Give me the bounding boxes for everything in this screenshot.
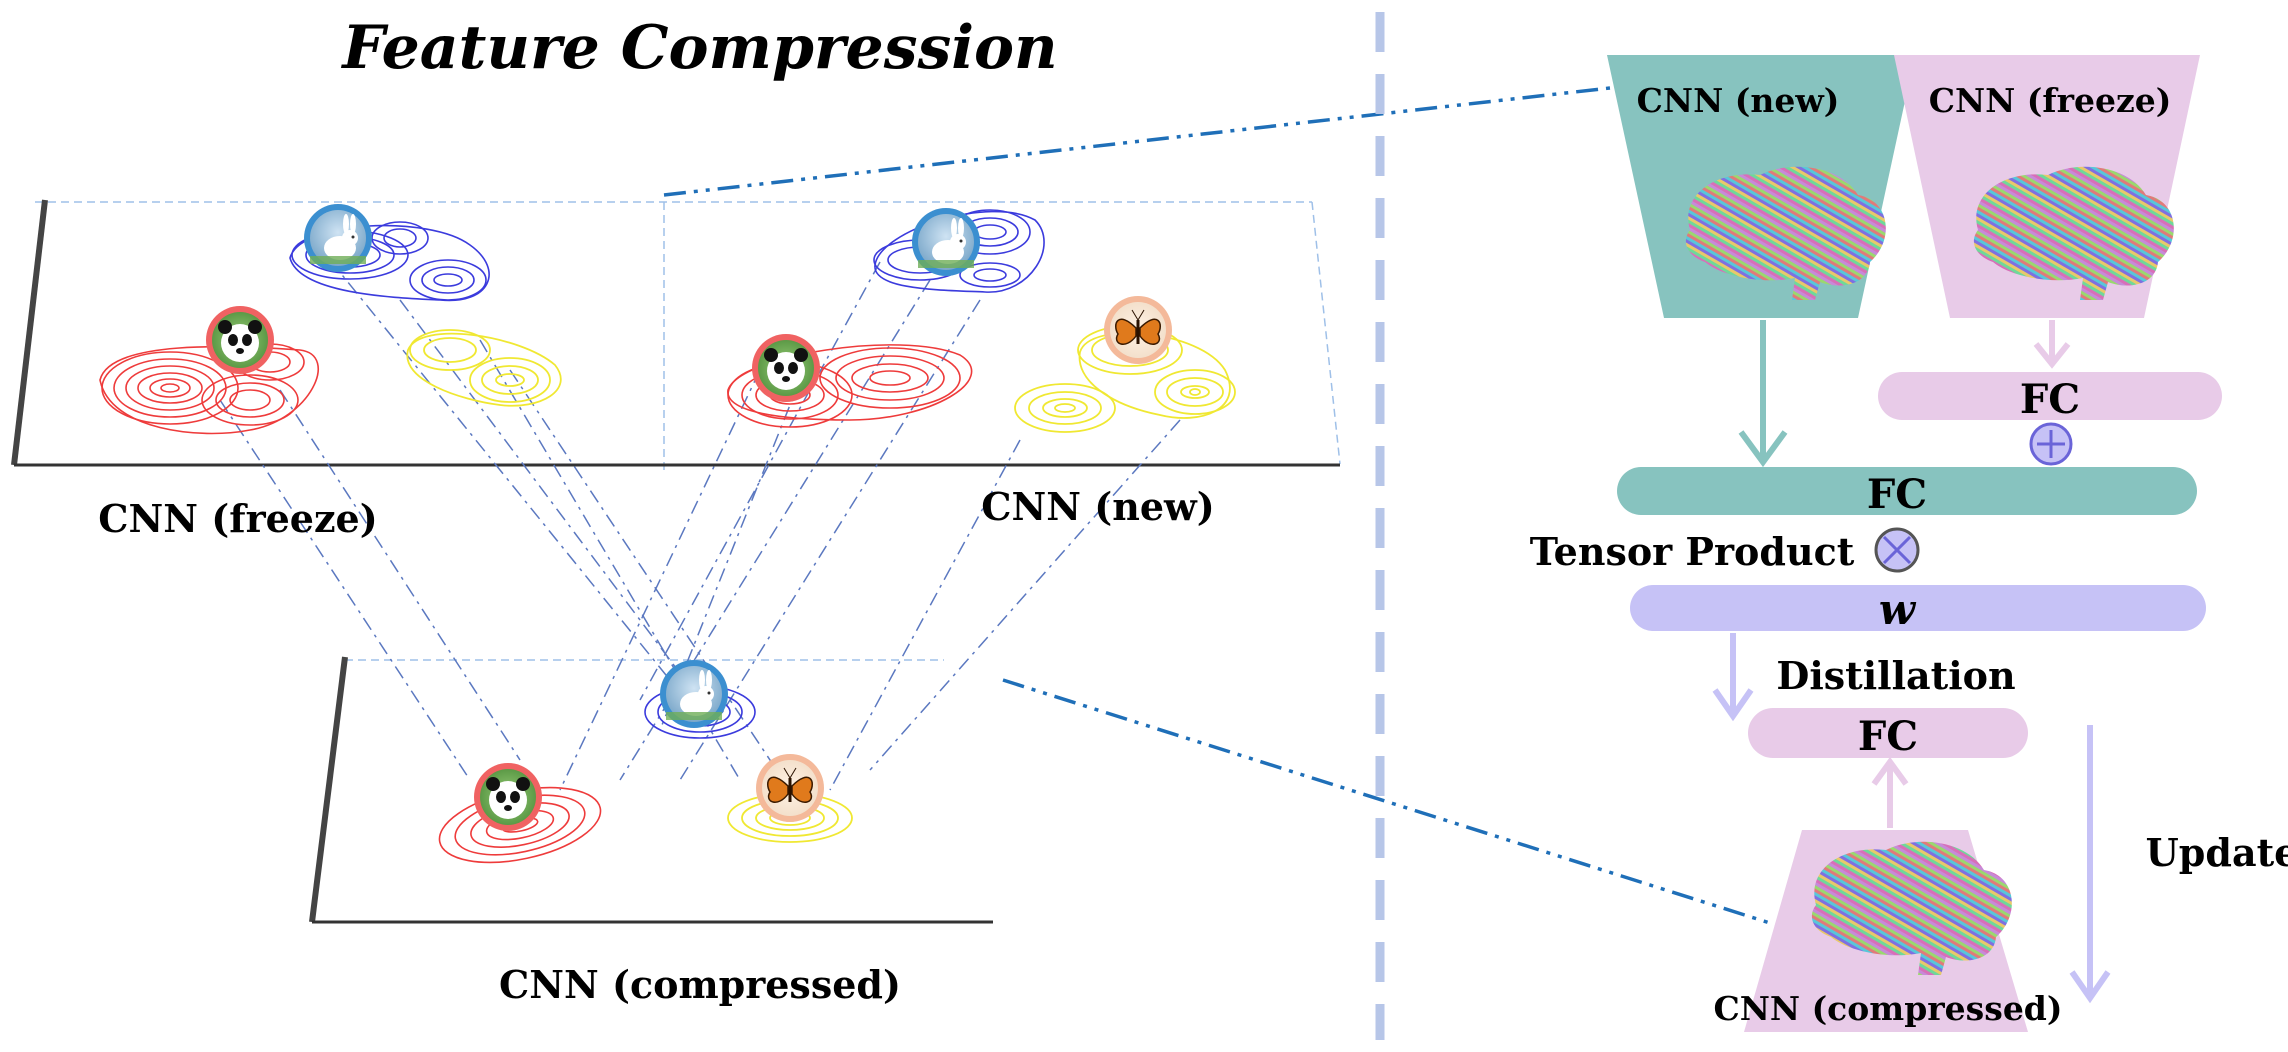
fc-distill-bar <box>1748 708 2028 758</box>
upper-feature-plane <box>11 199 1341 470</box>
correspondence-lines <box>219 259 1181 791</box>
fc-freeze-bar <box>1878 372 2222 420</box>
lower-feature-plane <box>309 656 993 924</box>
cnn-freeze-label: CNN (freeze) <box>1929 81 2172 120</box>
update-label: Update <box>2146 830 2288 875</box>
panda-icon <box>752 334 820 402</box>
fc-freeze-label: FC <box>2020 376 2080 423</box>
tensor-product-operator-icon <box>1874 527 1920 573</box>
plane-freeze-label: CNN (freeze) <box>98 496 377 541</box>
plane-new-label: CNN (new) <box>981 484 1214 529</box>
fc-distill-label: FC <box>1858 713 1918 760</box>
contour-yellow-new <box>1014 325 1236 433</box>
fc-main-label: FC <box>1867 471 1927 518</box>
cnn-new-label: CNN (new) <box>1637 81 1840 120</box>
arrow-compressed-to-fc <box>1871 756 1909 828</box>
projection-line-bottom <box>1002 678 1793 932</box>
distillation-label: Distillation <box>1776 653 2015 698</box>
arrow-w-to-distill <box>1712 633 1754 722</box>
arrow-cnn-freeze-to-fc <box>2033 320 2071 369</box>
rabbit-icon <box>304 204 372 272</box>
panda-icon <box>474 763 542 831</box>
w-bar <box>1630 585 2206 631</box>
rabbit-icon <box>660 660 728 728</box>
cnn-compressed-label: CNN (compressed) <box>1713 989 2062 1028</box>
arrow-cnn-new-to-fc <box>1738 320 1788 468</box>
update-arrow <box>2069 725 2111 1004</box>
figure-title: Feature Compression <box>340 13 1057 83</box>
contour-yellow-freeze <box>406 329 562 407</box>
w-label: w <box>1879 585 1917 634</box>
fc-main-bar <box>1617 467 2197 515</box>
rabbit-icon <box>912 208 980 276</box>
contour-red-freeze <box>99 343 319 435</box>
panda-icon <box>206 306 274 374</box>
plane-compressed-label: CNN (compressed) <box>499 962 901 1007</box>
butterfly-icon <box>1102 294 1174 366</box>
plus-operator-icon <box>2029 422 2073 466</box>
tensor-product-label: Tensor Product <box>1530 529 1855 574</box>
butterfly-icon <box>754 752 826 824</box>
